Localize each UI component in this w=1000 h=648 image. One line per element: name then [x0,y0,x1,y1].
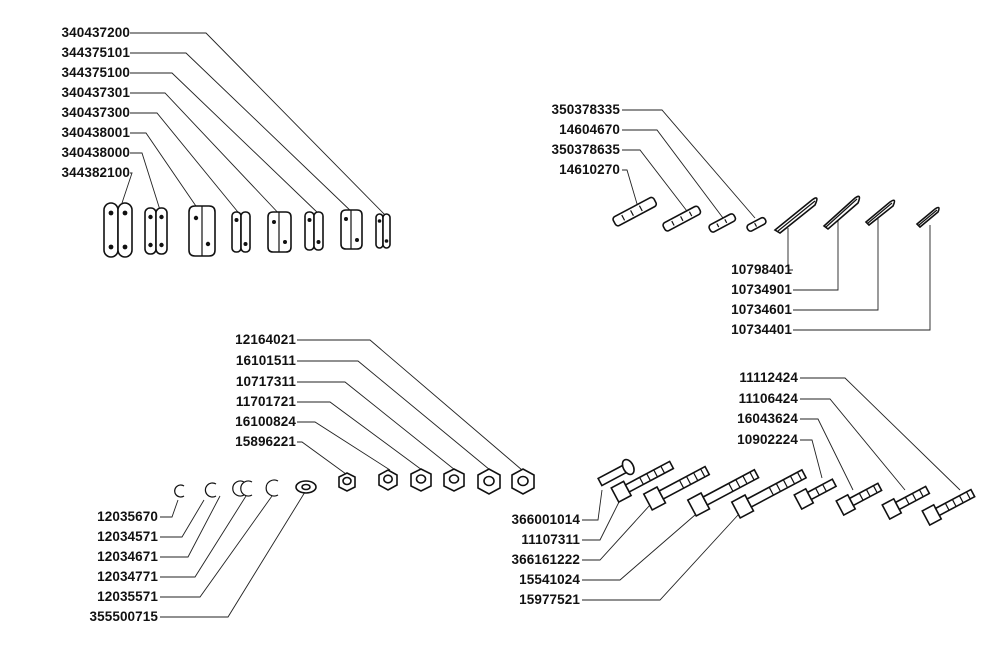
part-number: 340437300 [61,105,130,120]
nut-parts [338,468,535,495]
part-number: 12034771 [97,569,158,584]
part-number: 10798401 [731,262,792,277]
part-number: 344375100 [61,65,130,80]
leaders-cotter-pins [787,215,931,331]
part-number: 12034571 [97,529,158,544]
part-number: 15541024 [519,572,580,587]
part-number: 11106424 [738,391,798,406]
part-number: 350378635 [551,142,620,157]
part-number: 15977521 [519,592,580,607]
part-number: 366001014 [511,512,580,527]
part-number: 10734901 [731,282,792,297]
part-number: 11112424 [739,370,798,385]
part-number: 15896221 [235,434,296,449]
part-number: 12035670 [97,509,158,524]
part-number: 14604670 [559,122,620,137]
part-number: 340437200 [61,25,130,40]
leaders-long-bolts [582,489,739,601]
part-number: 14610270 [559,162,620,177]
short-bolt-parts [793,478,976,527]
long-bolt-parts [597,458,808,520]
pin-parts [612,196,767,233]
part-number: 355500715 [89,609,158,624]
part-number: 344375101 [61,45,130,60]
part-number: 12034671 [97,549,158,564]
cotter-pin-parts [773,195,940,234]
clip-washer-parts [174,479,317,498]
leaders-nuts [297,339,523,475]
part-number: 11701721 [235,394,296,409]
part-number: 340438001 [61,125,130,140]
part-number: 350378335 [551,102,620,117]
part-number: 340438000 [61,145,130,160]
leaders-chain-links [121,32,389,219]
chain-link-parts [103,202,391,258]
part-number: 10717311 [235,374,296,389]
leaders-pins-top [622,109,756,219]
part-number: 12164021 [235,332,296,347]
part-number: 10734401 [731,322,792,337]
part-number: 16101511 [235,353,296,368]
part-number: 366161222 [511,552,580,567]
leaders-short-bolts [800,377,961,491]
part-number: 10734601 [731,302,792,317]
part-number: 12035571 [97,589,158,604]
leaders-clips-washers [160,491,306,618]
part-number: 16100824 [235,414,296,429]
part-number: 11107311 [521,532,580,547]
part-number: 16043624 [737,411,798,426]
part-number: 340437301 [61,85,130,100]
part-number: 344382100 [61,165,130,180]
part-number: 10902224 [737,432,798,447]
